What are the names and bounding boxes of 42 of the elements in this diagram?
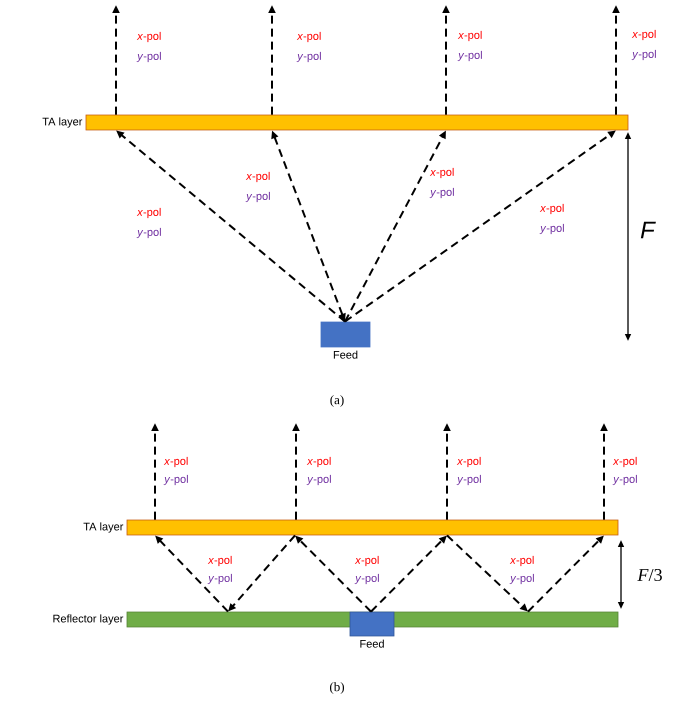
polarization-label: x-pol: [456, 456, 481, 468]
polarization-label: y-pol: [306, 474, 331, 486]
polarization-label: y-pol: [612, 474, 637, 486]
polarization-label: x-pol: [164, 456, 188, 468]
panel-caption: (b): [330, 682, 344, 694]
polarization-label: y-pol: [632, 50, 656, 60]
polarization-label: x-pol: [208, 556, 232, 566]
polarization-label: y-pol: [164, 474, 188, 486]
polarization-label: x-pol: [136, 32, 161, 42]
node-label: Reflector layer: [53, 614, 124, 625]
node-label: Feed: [334, 350, 358, 359]
dimension-label: F/3: [637, 568, 662, 582]
polarization-label: x-pol: [458, 30, 482, 42]
polarization-label: x-pol: [430, 168, 454, 178]
feed-box: Feed: [320, 322, 370, 359]
polarization-label: y-pol: [458, 50, 482, 62]
polarization-label: y-pol: [540, 224, 564, 234]
polarization-label: y-pol: [456, 474, 481, 486]
polarization-label: y-pol: [354, 574, 379, 584]
node-label: Feed: [360, 640, 384, 648]
polarization-label: y-pol: [510, 574, 534, 584]
polarization-label: x-pol: [354, 556, 379, 566]
node-label: TA layer: [84, 522, 124, 533]
polarization-label: x-pol: [306, 456, 331, 468]
polarization-label: y-pol: [136, 228, 161, 238]
panel-caption: (a): [330, 395, 344, 407]
polarization-label: x-pol: [540, 204, 564, 214]
polarization-label: x-pol: [612, 456, 637, 468]
polarization-label: y-pol: [136, 52, 161, 62]
polarization-label: y-pol: [246, 192, 270, 202]
polarization-label: y-pol: [296, 52, 321, 62]
layer-bar: TA layer: [42, 114, 628, 130]
node-label: TA layer: [42, 117, 82, 128]
dimension-label: F: [640, 222, 656, 238]
polarization-label: x-pol: [632, 30, 656, 40]
polarization-label: x-pol: [296, 32, 321, 42]
polarization-label: x-pol: [510, 556, 534, 566]
layer-bar: TA layer: [84, 520, 618, 536]
polarization-label: y-pol: [208, 574, 232, 584]
polarization-label: x-pol: [136, 208, 161, 218]
polarization-label: y-pol: [430, 188, 454, 198]
polarization-label: x-pol: [246, 172, 270, 182]
